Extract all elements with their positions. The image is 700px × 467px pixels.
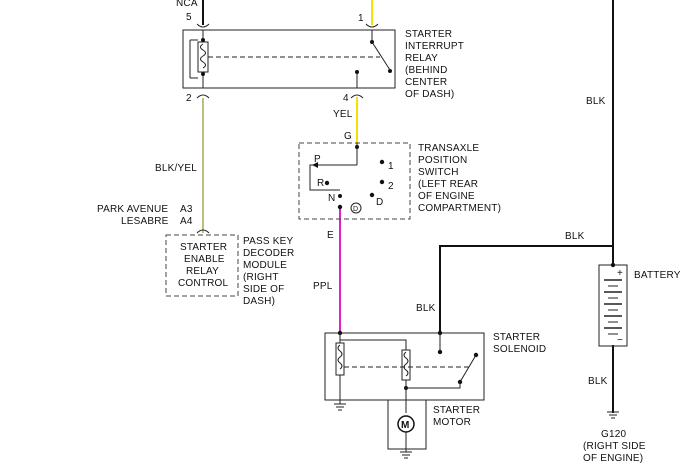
svg-text:SWITCH: SWITCH [418, 167, 459, 178]
svg-text:OF DASH): OF DASH) [405, 89, 454, 100]
pin-label-1: 1 [358, 13, 364, 24]
svg-text:INTERRUPT: INTERRUPT [405, 41, 464, 52]
svg-text:LESABRE: LESABRE [121, 216, 169, 227]
svg-text:D: D [376, 197, 383, 208]
svg-text:D: D [353, 206, 358, 213]
starter-interrupt-relay-label: STARTER INTERRUPT RELAY (BEHIND CENTER O… [405, 29, 464, 100]
transaxle-switch-box [298, 142, 411, 220]
relay-connector-pin4 [350, 94, 364, 99]
svg-text:(RIGHT: (RIGHT [243, 272, 279, 283]
svg-text:SOLENOID: SOLENOID [493, 344, 546, 355]
battery-cells [604, 279, 622, 335]
wire-label-blk-yel: BLK/YEL [155, 163, 197, 174]
wire-label-blk-right: BLK [586, 96, 606, 107]
svg-text:RELAY: RELAY [186, 266, 219, 277]
svg-text:COMPARTMENT): COMPARTMENT) [418, 203, 501, 214]
motor-ground-symbol [400, 451, 412, 459]
black-wire-solenoid-battery [439, 245, 614, 334]
svg-text:STARTER: STARTER [433, 405, 480, 416]
relay-connector-pin1 [365, 23, 379, 28]
wire-label-blk-solenoid: BLK [416, 303, 436, 314]
svg-text:ENABLE: ENABLE [184, 254, 225, 265]
svg-text:TRANSAXLE: TRANSAXLE [418, 143, 479, 154]
svg-text:DASH): DASH) [243, 296, 275, 307]
wire-label-e: E [327, 230, 334, 241]
svg-text:A3: A3 [180, 204, 193, 215]
wire-label-yel: YEL [333, 109, 353, 120]
svg-text:CONTROL: CONTROL [178, 278, 229, 289]
wire-label-blk-ground: BLK [588, 376, 608, 387]
wire-label-ppl: PPL [313, 281, 333, 292]
svg-text:STARTER: STARTER [405, 29, 452, 40]
svg-text:DECODER: DECODER [243, 248, 294, 259]
transaxle-switch-position-labels: P R N D D 1 2 [314, 154, 394, 213]
svg-text:CENTER: CENTER [405, 77, 447, 88]
svg-text:1: 1 [388, 161, 394, 172]
svg-text:R: R [317, 178, 324, 189]
svg-text:SIDE OF: SIDE OF [243, 284, 284, 295]
motor-symbol-letter: M [401, 420, 410, 431]
solenoid-switch-arm [459, 354, 477, 383]
svg-text:2: 2 [388, 181, 394, 192]
pin-label-nca: NCA [176, 0, 198, 9]
g120-ground-label: G120 (RIGHT SIDE OF ENGINE) [583, 429, 646, 464]
svg-text:PASS KEY: PASS KEY [243, 236, 293, 247]
solenoid-ground-symbol [334, 400, 346, 411]
pass-key-connector [196, 229, 210, 234]
pass-key-module-label: PASS KEY DECODER MODULE (RIGHT SIDE OF D… [243, 236, 294, 307]
svg-text:STARTER: STARTER [493, 332, 540, 343]
svg-text:G120: G120 [601, 429, 627, 440]
relay-connector-pin2 [196, 94, 210, 99]
relay-switch-arm [371, 41, 391, 71]
svg-text:P: P [314, 154, 321, 165]
relay-connector-pin5 [196, 23, 210, 28]
svg-text:OF ENGINE): OF ENGINE) [583, 453, 643, 464]
svg-text:MOTOR: MOTOR [433, 417, 471, 428]
svg-text:(BEHIND: (BEHIND [405, 65, 448, 76]
svg-text:PARK AVENUE: PARK AVENUE [97, 204, 168, 215]
svg-text:OF ENGINE: OF ENGINE [418, 191, 475, 202]
svg-text:MODULE: MODULE [243, 260, 287, 271]
wire-label-blk-top: BLK [565, 231, 585, 242]
wire-label-g: G [344, 131, 352, 142]
starter-solenoid-label: STARTER SOLENOID [493, 332, 546, 355]
svg-text:RELAY: RELAY [405, 53, 438, 64]
starter-motor-box [387, 399, 427, 450]
g120-ground-symbol [607, 411, 619, 419]
svg-text:A4: A4 [180, 216, 193, 227]
starter-enable-box [165, 234, 239, 297]
battery-plus: + [617, 268, 623, 279]
battery-label: BATTERY [634, 270, 681, 281]
starter-motor-label: STARTER MOTOR [433, 405, 480, 428]
svg-text:(RIGHT SIDE: (RIGHT SIDE [583, 441, 646, 452]
pin-label-5: 5 [186, 12, 192, 23]
transaxle-switch-d-circle [350, 202, 362, 214]
transaxle-switch-label: TRANSAXLE POSITION SWITCH (LEFT REAR OF … [418, 143, 501, 214]
starter-interrupt-relay-box [182, 29, 396, 89]
solenoid-coil-left [335, 342, 345, 376]
svg-text:N: N [328, 193, 335, 204]
svg-text:STARTER: STARTER [180, 242, 227, 253]
svg-text:POSITION: POSITION [418, 155, 467, 166]
model-pin-labels: PARK AVENUE A3 LESABRE A4 [97, 204, 193, 227]
starter-enable-label: STARTER ENABLE RELAY CONTROL [178, 242, 229, 289]
battery-minus: − [617, 335, 623, 346]
pin-label-4: 4 [343, 93, 349, 104]
svg-text:(LEFT REAR: (LEFT REAR [418, 179, 478, 190]
transaxle-switch-contact-p [309, 164, 357, 191]
pin-label-2: 2 [186, 93, 192, 104]
